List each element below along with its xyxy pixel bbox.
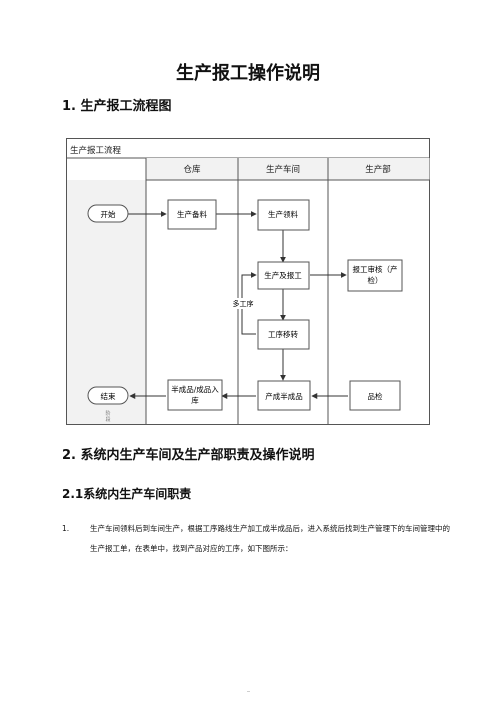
node-prep-material-label: 生产备料 bbox=[177, 209, 207, 219]
list-item: 1. 生产车间领料后到车间生产，根据工序路线生产加工成半成品后，进入系统后找到生… bbox=[62, 519, 450, 559]
node-end-label: 结束 bbox=[101, 391, 116, 401]
stage-label-2: 段 bbox=[105, 416, 110, 423]
node-prep-material bbox=[167, 199, 217, 230]
lane-header-workshop: 生产车间 bbox=[266, 164, 300, 175]
node-report-review-label-1: 报工审核（产 bbox=[353, 264, 398, 274]
node-pick-material bbox=[257, 199, 310, 231]
node-pick-material-label: 生产领料 bbox=[268, 209, 298, 219]
section-heading-responsibilities: 2. 系统内生产车间及生产部职责及操作说明 bbox=[62, 448, 315, 463]
node-produce-report-label: 生产及报工 bbox=[264, 270, 302, 280]
node-process-transfer bbox=[257, 319, 310, 350]
node-produce-semi-label: 产成半成品 bbox=[265, 391, 303, 401]
page-title: 生产报工操作说明 bbox=[176, 63, 320, 84]
node-process-transfer-label: 工序移转 bbox=[268, 329, 298, 339]
node-produce-report bbox=[257, 261, 310, 290]
flowchart: 生产报工流程 仓库 生产车间 生产部 开始 生产备料 生产领料 生产及报工 报工… bbox=[66, 138, 430, 425]
subsection-heading-workshop: 2.1系统内生产车间职责 bbox=[62, 487, 192, 501]
node-warehouse-in-label-1: 半成品/成品入 bbox=[171, 384, 219, 394]
lane-header-production-dept: 生产部 bbox=[365, 164, 391, 175]
page-marker bbox=[247, 691, 250, 692]
node-start-label: 开始 bbox=[101, 209, 116, 219]
stage-label-1: 阶 bbox=[105, 410, 110, 417]
node-warehouse-in-label-2: 库 bbox=[191, 395, 199, 405]
node-produce-semi bbox=[257, 380, 311, 411]
node-end bbox=[87, 386, 129, 405]
node-warehouse-in bbox=[167, 379, 223, 411]
node-multi-process-label: 多工序 bbox=[233, 299, 254, 308]
node-quality-check bbox=[349, 380, 401, 411]
flowchart-header-band bbox=[146, 158, 430, 180]
flowchart-title: 生产报工流程 bbox=[70, 145, 122, 156]
node-multi-process-label-bg bbox=[230, 298, 256, 309]
node-report-review-label-2: 检） bbox=[368, 275, 383, 285]
node-report-review bbox=[347, 259, 403, 292]
section-heading-flowchart: 1. 生产报工流程图 bbox=[62, 99, 172, 114]
list-item-text: 生产车间领料后到车间生产，根据工序路线生产加工成半成品后，进入系统后找到生产管理… bbox=[90, 524, 450, 553]
list-item-number: 1. bbox=[62, 524, 70, 533]
node-start bbox=[87, 204, 129, 223]
node-quality-check-label: 品检 bbox=[368, 391, 383, 401]
lane-header-warehouse: 仓库 bbox=[183, 164, 201, 175]
